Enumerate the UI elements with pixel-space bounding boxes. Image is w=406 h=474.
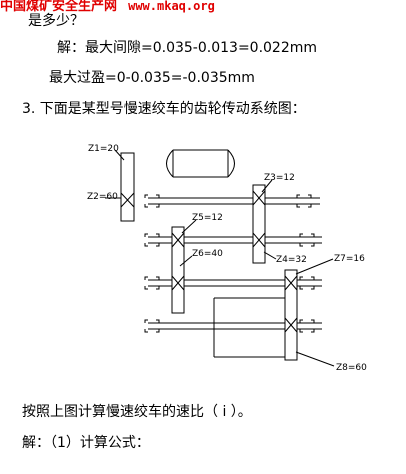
output-drum-outline — [213, 297, 285, 358]
label-z1: Z1=20 — [88, 144, 119, 154]
gear-z3-z4 — [252, 184, 266, 264]
label-z7: Z7=16 — [334, 254, 365, 264]
partial-question-line: 是多少？ — [28, 13, 84, 29]
label-z2: Z2=60 — [87, 192, 118, 202]
instruction-line: 按照上图计算慢速绞车的速比（ i ）。 — [22, 404, 252, 420]
site-banner: 中国煤矿安全生产网 www.mkaq.org — [0, 0, 215, 14]
site-url: www.mkaq.org — [128, 0, 215, 13]
label-z5: Z5=12 — [192, 213, 223, 223]
label-z4: Z4=32 — [276, 255, 307, 265]
solution-start-line: 解：（1）计算公式： — [22, 435, 150, 451]
winch-drum — [166, 149, 235, 178]
gear-z7-z8 — [284, 269, 298, 361]
site-name: 中国煤矿安全生产网 — [0, 0, 118, 14]
gear-z5-z6 — [171, 226, 185, 314]
label-z6: Z6=40 — [192, 249, 223, 259]
answer-interference: 最大过盈=0-0.035=-0.035mm — [49, 70, 255, 86]
label-z8: Z8=60 — [336, 363, 367, 373]
question-3: 3. 下面是某型号慢速绞车的齿轮传动系统图： — [22, 101, 306, 117]
answer-clearance: 解：最大间隙=0.035-0.013=0.022mm — [57, 40, 318, 56]
shaft-1 — [144, 194, 320, 208]
label-z3: Z3=12 — [264, 173, 295, 183]
gear-z1-z2 — [120, 152, 135, 222]
